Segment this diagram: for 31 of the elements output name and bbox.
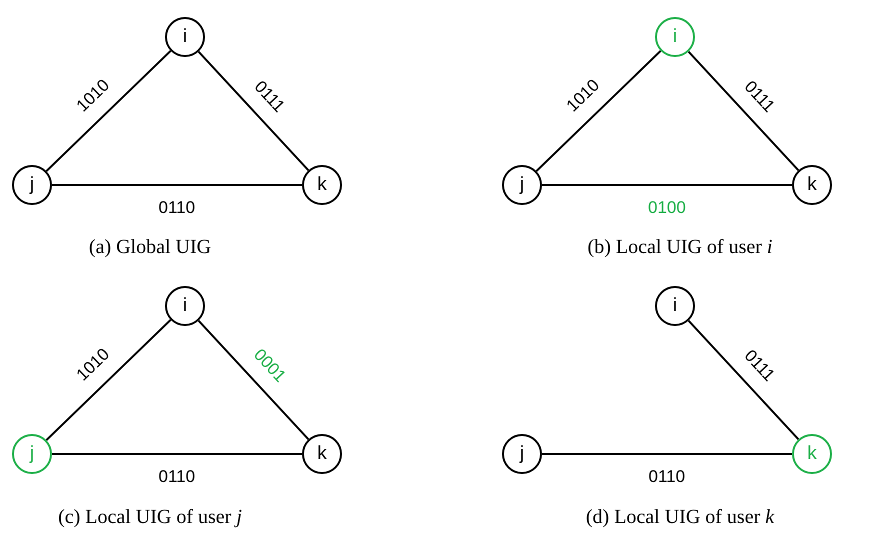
node-circle: j	[12, 165, 52, 205]
node-circle: i	[165, 286, 205, 326]
edge-line	[198, 51, 310, 171]
node-circle: i	[165, 17, 205, 57]
node-circle: k	[792, 165, 832, 205]
node-circle: k	[302, 165, 342, 205]
caption: (a) Global UIG	[88, 236, 212, 259]
edge-label: 0110	[158, 468, 196, 484]
node-circle: k	[302, 434, 342, 474]
edge-line	[198, 320, 310, 440]
edge-label: 0110	[648, 468, 686, 484]
edge-line	[52, 453, 302, 455]
edge-line	[52, 184, 302, 186]
edge-label: 0100	[648, 198, 686, 216]
node-circle: j	[502, 165, 542, 205]
edge-line	[46, 50, 172, 172]
node-circle: i	[655, 17, 695, 57]
caption: (b) Local UIG of user i	[588, 236, 772, 259]
edge-label: 0110	[158, 198, 196, 216]
edge-line	[542, 453, 792, 455]
node-circle: i	[655, 286, 695, 326]
edge-line	[46, 319, 172, 441]
edge-line	[688, 320, 800, 440]
caption: (d) Local UIG of user k	[586, 506, 774, 529]
edge-line	[688, 51, 800, 171]
node-circle: j	[12, 434, 52, 474]
node-circle: j	[502, 434, 542, 474]
caption: (c) Local UIG of user j	[58, 506, 242, 529]
edge-line	[536, 50, 662, 172]
node-circle: k	[792, 434, 832, 474]
edge-line	[542, 184, 792, 186]
